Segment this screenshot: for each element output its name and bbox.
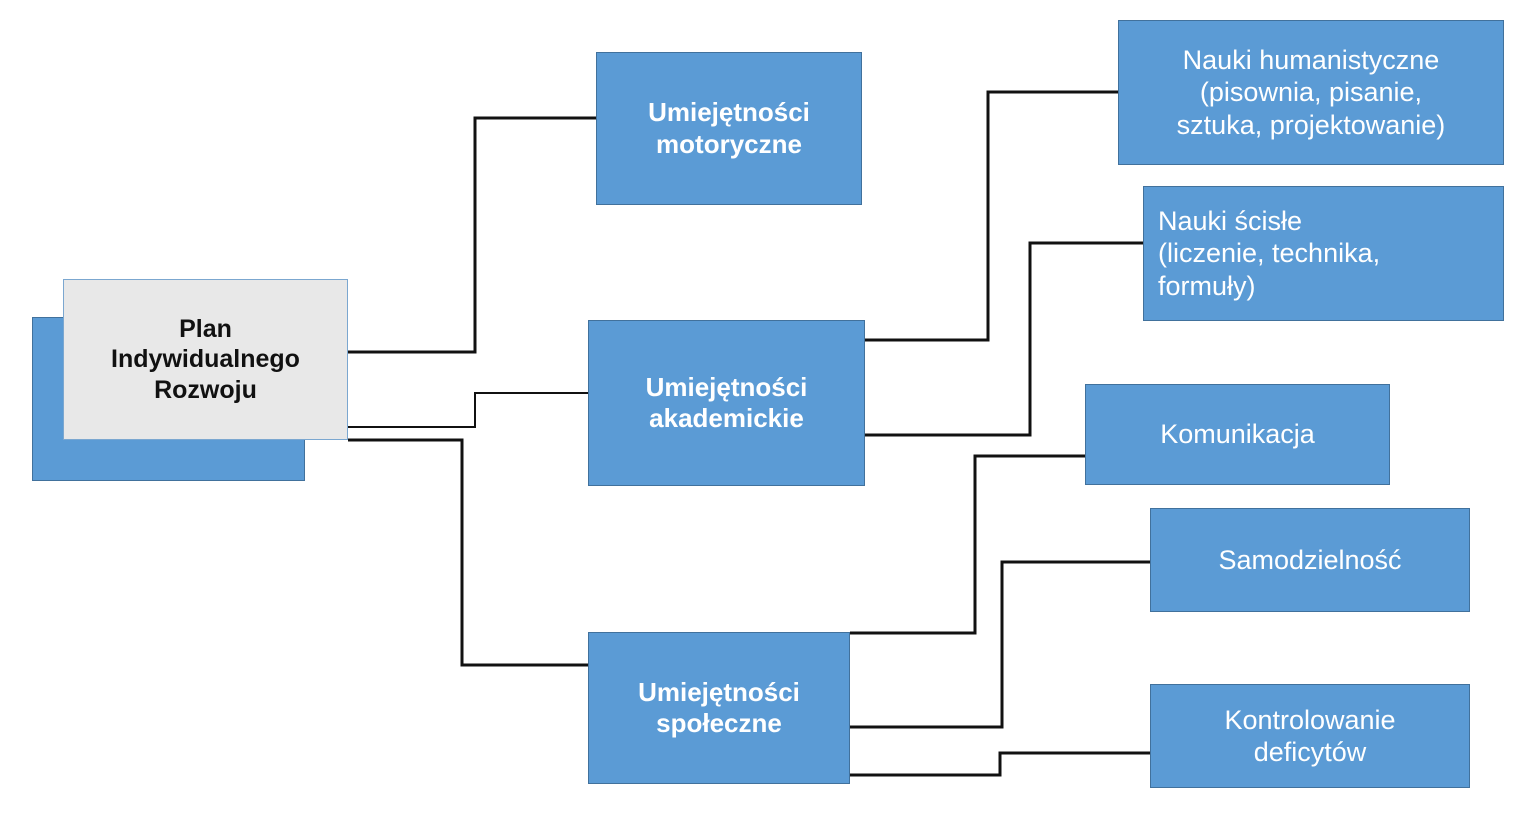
edge-root-spoleczne <box>348 438 588 667</box>
edge-root-akademickie <box>348 392 588 428</box>
node-umiejetnosci-akademickie[interactable]: Umiejętności akademickie <box>588 320 865 486</box>
node-komunikacja[interactable]: Komunikacja <box>1085 384 1390 485</box>
edge-akademickie-humanistyczne <box>865 90 1118 342</box>
node-umiejetnosci-motoryczne[interactable]: Umiejętności motoryczne <box>596 52 862 205</box>
node-samodzielnosc[interactable]: Samodzielność <box>1150 508 1470 612</box>
edge-root-motoryczne <box>348 116 596 354</box>
root-node[interactable]: Plan Indywidualnego Rozwoju <box>63 279 348 440</box>
edge-spoleczne-komunikacja <box>850 454 1085 635</box>
edge-spoleczne-kontrolowanie <box>850 751 1150 777</box>
node-kontrolowanie-deficytow[interactable]: Kontrolowanie deficytów <box>1150 684 1470 788</box>
edge-spoleczne-samodzielnosc <box>850 560 1150 729</box>
node-nauki-humanistyczne[interactable]: Nauki humanistyczne (pisownia, pisanie, … <box>1118 20 1504 165</box>
node-umiejetnosci-spoleczne[interactable]: Umiejętności społeczne <box>588 632 850 784</box>
node-nauki-scisle[interactable]: Nauki ścisłe (liczenie, technika, formuł… <box>1143 186 1504 321</box>
